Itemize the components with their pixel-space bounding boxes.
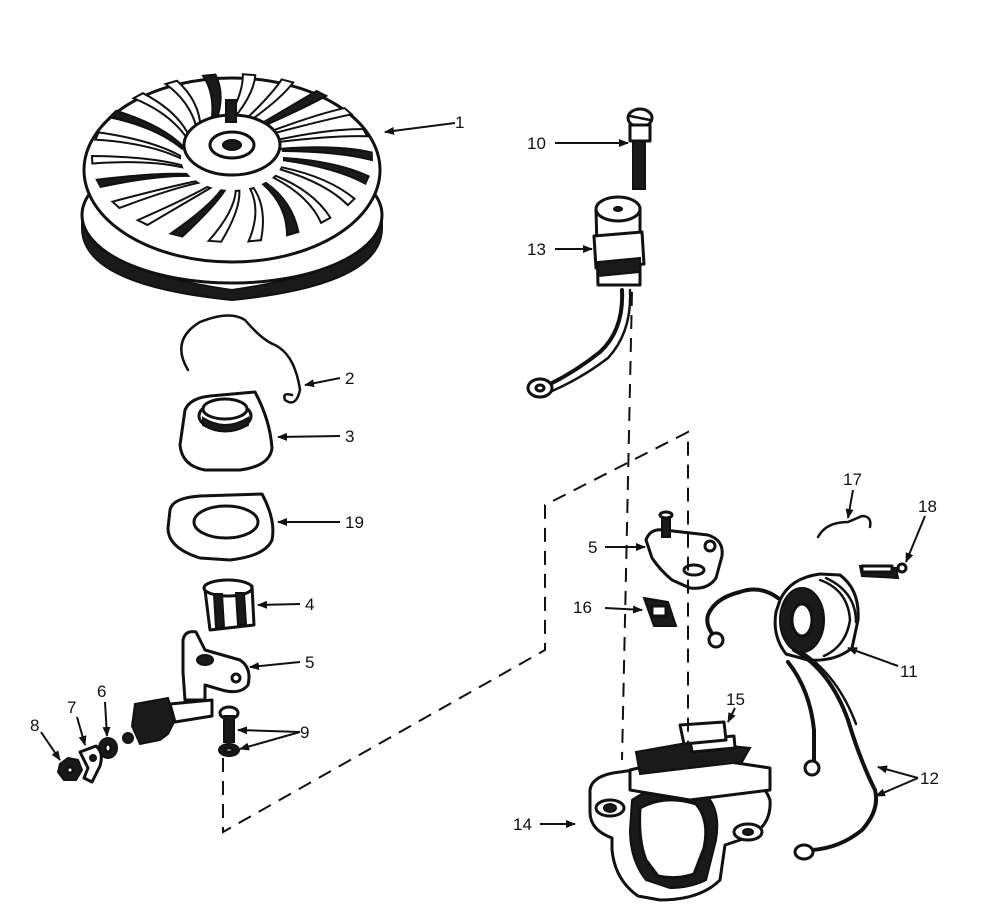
- screw-top-part: [626, 107, 654, 190]
- flywheel-fin: [206, 189, 241, 243]
- callout-1: 1: [455, 113, 464, 132]
- small-plate-part: [858, 562, 908, 580]
- callout-11: 11: [900, 662, 918, 681]
- flywheel-fin: [107, 109, 185, 151]
- coil-part: [705, 572, 860, 662]
- flywheel-fin: [273, 128, 369, 144]
- assembly-lines: [222, 291, 689, 834]
- callout-6: 6: [97, 682, 106, 701]
- flywheel-fin: [280, 146, 374, 162]
- screw-washer-part: [218, 705, 240, 757]
- armature-part: [628, 720, 772, 802]
- flywheel-fin: [237, 78, 295, 127]
- flywheel-fin: [110, 180, 201, 210]
- wire-clip-part: [816, 514, 872, 539]
- callout-7: 7: [67, 698, 76, 717]
- callout-14: 14: [513, 815, 532, 834]
- flywheel-fin: [91, 154, 184, 169]
- callout-8: 8: [30, 716, 39, 735]
- flywheel-fin: [131, 92, 192, 142]
- callout-15: 15: [726, 690, 745, 709]
- flywheel-fin: [282, 156, 370, 186]
- flywheel-fin: [271, 174, 332, 225]
- callout-5-left: 5: [305, 653, 314, 672]
- nut-part: [56, 756, 84, 781]
- flywheel-fin: [246, 186, 264, 243]
- callout-5-right: 5: [588, 538, 597, 557]
- flywheel-fin: [95, 172, 191, 189]
- flywheel-fin: [93, 131, 182, 160]
- bushing-part: [202, 578, 256, 632]
- spring-clip-part: [180, 314, 302, 404]
- callout-19: 19: [345, 513, 364, 532]
- callout-16: 16: [573, 598, 592, 617]
- flywheel-fin: [279, 166, 356, 207]
- callout-12: 12: [920, 769, 939, 788]
- flywheel-fin: [135, 185, 213, 227]
- callout-17: 17: [843, 470, 862, 489]
- flywheel-fin: [168, 189, 227, 238]
- callout-18: 18: [918, 497, 937, 516]
- flange-cover-part: [178, 390, 274, 472]
- flywheel-part: [80, 73, 384, 302]
- callout-2: 2: [345, 369, 354, 388]
- flywheel-fin: [263, 106, 354, 136]
- bracket-left-part: [122, 630, 251, 746]
- callout-4: 4: [305, 595, 314, 614]
- lock-tab-part: [78, 744, 103, 784]
- callout-13: 13: [527, 240, 546, 259]
- flywheel-fin: [251, 89, 329, 131]
- condenser-part: [526, 195, 646, 399]
- ground-wire-part: [786, 648, 879, 861]
- bracket-right-part: [644, 510, 724, 590]
- callouts: 1 2 3 19 4 5 9 6 7 8 10 13 5 16 17 18: [30, 113, 939, 834]
- callout-9: 9: [300, 723, 309, 742]
- gasket-part: [166, 492, 275, 562]
- point-insert-part: [642, 596, 678, 627]
- callout-3: 3: [345, 427, 354, 446]
- callout-10: 10: [527, 134, 546, 153]
- flywheel-fin: [261, 181, 300, 237]
